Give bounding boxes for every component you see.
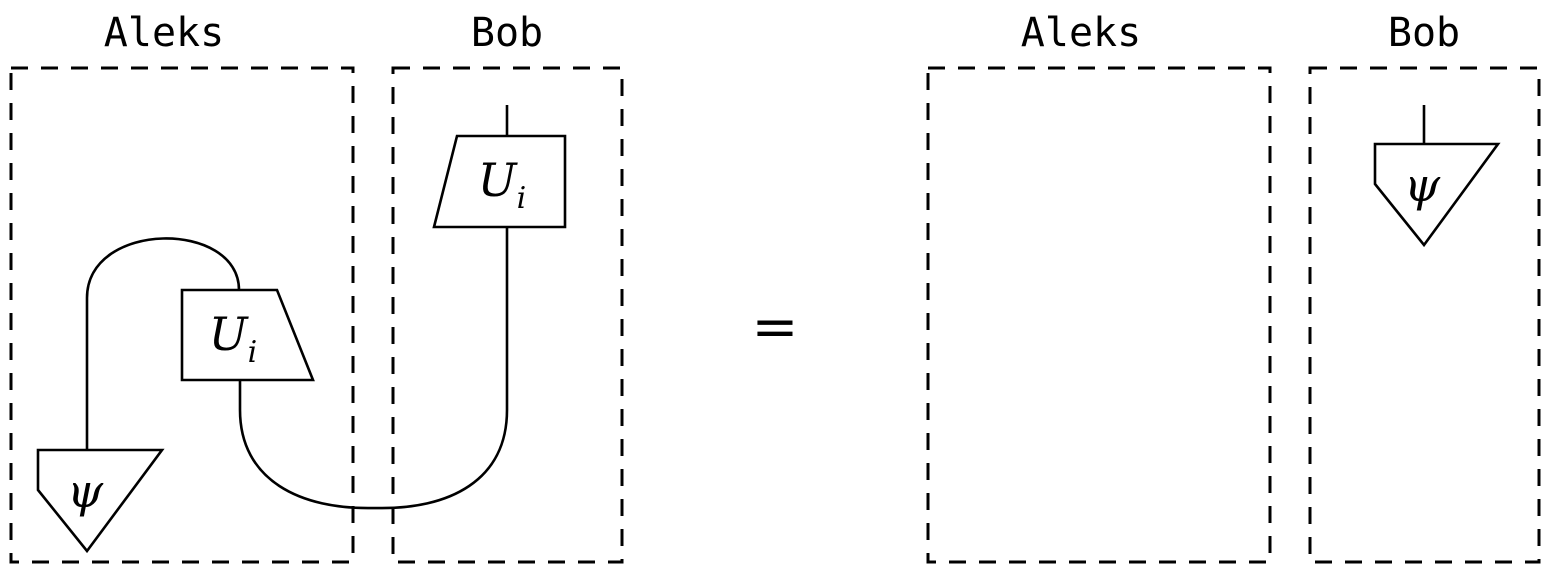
right-aleks-box xyxy=(926,66,1272,564)
right-psi-state xyxy=(1373,142,1501,248)
left-aleks-box xyxy=(9,66,355,564)
left-bob-label: Bob xyxy=(471,10,543,56)
bob-unitary-gate xyxy=(432,134,567,229)
cap-wire xyxy=(238,227,509,510)
left-psi-state xyxy=(36,448,165,554)
equals-sign: = xyxy=(752,295,799,360)
left-psi-symbol: ψ xyxy=(67,464,104,518)
bob-gate-label: Ui xyxy=(478,153,526,216)
bob-gate-subscript: i xyxy=(517,181,527,216)
left-aleks-label: Aleks xyxy=(104,10,224,56)
aleks-gate-symbol: U xyxy=(209,307,250,361)
cup-wire xyxy=(85,237,241,450)
aleks-unitary-gate xyxy=(180,288,315,382)
left-diagram: Aleks Bob ψ Ui Ui xyxy=(9,10,624,564)
aleks-gate-label: Ui xyxy=(209,307,257,370)
right-diagram: Aleks Bob ψ xyxy=(926,10,1541,564)
right-aleks-label: Aleks xyxy=(1021,10,1141,56)
bob-gate-symbol: U xyxy=(478,153,519,207)
right-psi-symbol: ψ xyxy=(1404,158,1441,212)
right-bob-label: Bob xyxy=(1388,10,1460,56)
aleks-gate-subscript: i xyxy=(248,335,258,370)
